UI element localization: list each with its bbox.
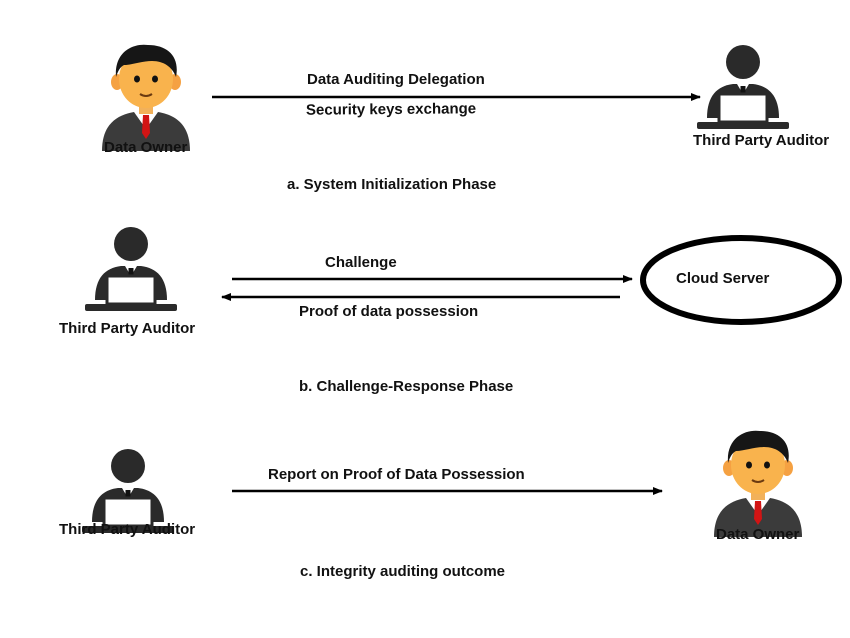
data-owner-icon <box>713 429 803 538</box>
actor-label: Third Party Auditor <box>693 132 830 149</box>
arrow-label: Report on Proof of Data Possession <box>268 466 525 483</box>
actor-label: Third Party Auditor <box>59 521 196 538</box>
actor-label: Third Party Auditor <box>59 320 196 337</box>
phase-caption: c. Integrity auditing outcome <box>300 563 506 580</box>
phase-caption: b. Challenge-Response Phase <box>299 378 514 395</box>
data-owner-icon <box>101 43 191 153</box>
cloud-server-label: Cloud Server <box>676 270 770 287</box>
cloud-server-ellipse <box>640 235 842 325</box>
arrow-label: Proof of data possession <box>299 303 479 320</box>
auditor-icon <box>83 225 179 313</box>
arrow-label: Challenge <box>325 254 397 271</box>
phase-caption: a. System Initialization Phase <box>287 176 497 193</box>
auditor-icon <box>695 43 791 131</box>
arrow-label: Security keys exchange <box>305 100 477 119</box>
actor-label: Data Owner <box>716 526 800 543</box>
arrow-label: Data Auditing Delegation <box>307 71 485 88</box>
actor-label: Data Owner <box>104 139 188 156</box>
